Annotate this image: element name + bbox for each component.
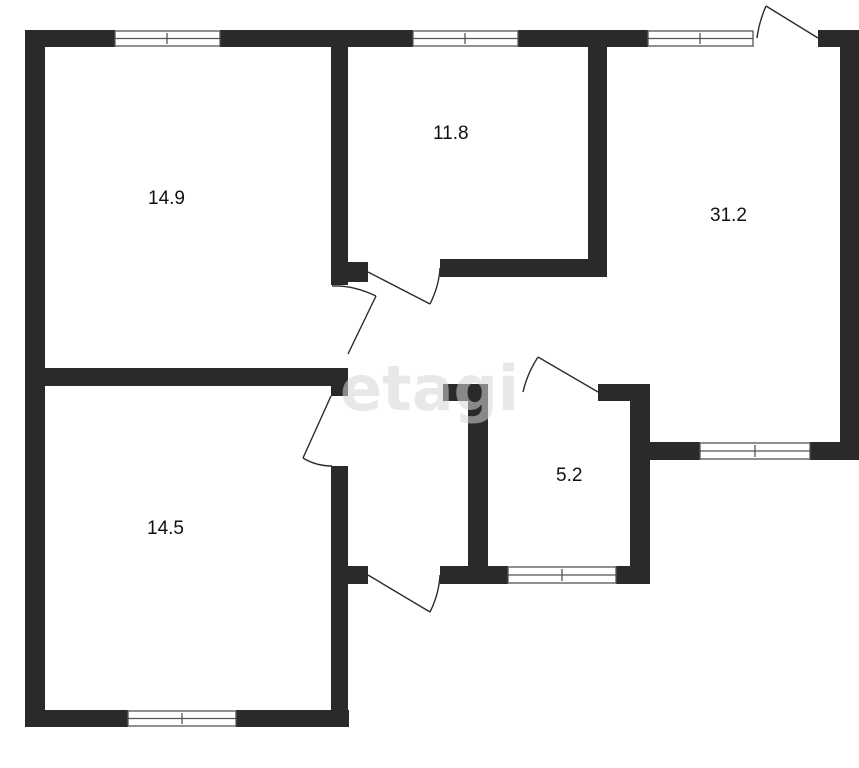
- door-corridor: [367, 574, 441, 613]
- wall-center-lower: [331, 466, 348, 727]
- wall-center-mid: [331, 368, 348, 396]
- door-room-14-9: [331, 285, 377, 355]
- wall-left-divider: [25, 368, 347, 386]
- door-room-11-8: [367, 267, 441, 305]
- window-top-left: [114, 30, 221, 47]
- wall-center-upper: [331, 30, 348, 285]
- wall-top-mid2: [518, 30, 648, 47]
- window-right-bottom: [699, 442, 811, 460]
- wall-bottom-a: [25, 710, 128, 727]
- door-entrance: [756, 5, 819, 39]
- room-area-right: 31.2: [710, 205, 747, 226]
- wall-mid-right: [588, 30, 607, 277]
- window-top-right: [647, 30, 754, 47]
- wall-small-right: [630, 384, 650, 584]
- wall-bottom-b: [236, 710, 349, 727]
- wall-small-left: [468, 384, 488, 584]
- doors: [302, 5, 819, 613]
- room-labels: 14.9 11.8 31.2 5.2 14.5: [147, 123, 747, 539]
- watermark: etagi: [340, 352, 519, 425]
- wall-mid-bottom: [440, 259, 607, 277]
- wall-small-bottom-a: [440, 566, 508, 584]
- wall-stub-upper: [348, 262, 368, 282]
- windows: [114, 30, 811, 727]
- wall-stub-lower: [348, 566, 368, 584]
- wall-top-left: [25, 30, 115, 47]
- wall-small-bottom-b: [616, 566, 650, 584]
- door-small-room: [522, 356, 599, 393]
- window-bottom-left: [127, 710, 237, 727]
- room-area-top-middle: 11.8: [433, 123, 469, 144]
- door-room-14-5: [302, 395, 333, 467]
- window-small-room: [507, 566, 617, 584]
- walls: [25, 30, 859, 727]
- room-area-top-left: 14.9: [148, 188, 185, 209]
- wall-right-bottom-b: [810, 442, 859, 460]
- wall-top-mid1: [220, 30, 413, 47]
- room-area-small: 5.2: [556, 465, 582, 486]
- wall-right: [840, 30, 859, 460]
- room-area-bottom-left: 14.5: [147, 518, 184, 539]
- window-top-middle: [412, 30, 519, 47]
